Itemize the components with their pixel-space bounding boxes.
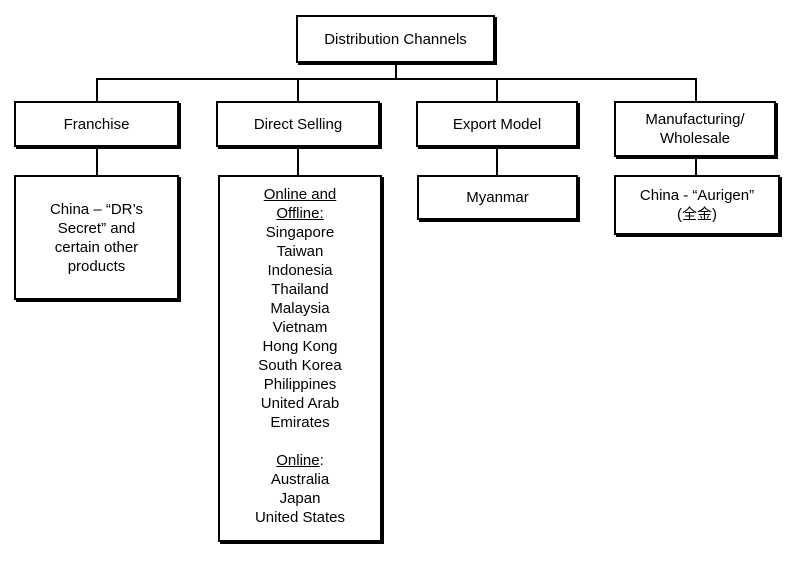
channel-direct-selling-label: Direct Selling bbox=[253, 115, 343, 133]
country-item: Japan bbox=[279, 490, 321, 507]
connector-horizontal-bus bbox=[96, 78, 697, 80]
country-item: Singapore bbox=[265, 224, 335, 241]
country-item: South Korea bbox=[258, 357, 342, 374]
root-label: Distribution Channels bbox=[324, 30, 467, 48]
channel-franchise-label: Franchise bbox=[63, 115, 130, 133]
export-model-detail: Myanmar bbox=[417, 175, 578, 220]
country-item: Vietnam bbox=[272, 319, 328, 336]
country-item: Philippines bbox=[263, 376, 337, 393]
channel-direct-selling: Direct Selling bbox=[216, 101, 380, 147]
connector-manufacturing bbox=[695, 78, 697, 102]
country-item: Hong Kong bbox=[262, 338, 338, 355]
country-item: Indonesia bbox=[267, 262, 333, 279]
country-item: Thailand bbox=[271, 281, 329, 298]
country-item: Emirates bbox=[270, 414, 330, 431]
online-heading: Online bbox=[276, 452, 320, 469]
manufacturing-detail-line: China - “Aurigen” bbox=[639, 187, 755, 204]
export-model-detail-line: Myanmar bbox=[466, 189, 529, 206]
country-item: Taiwan bbox=[276, 243, 324, 260]
franchise-detail-line: products bbox=[67, 257, 126, 275]
franchise-detail: China – “DR’s Secret” and certain other … bbox=[14, 175, 179, 300]
channel-manufacturing-wholesale: Manufacturing/ Wholesale bbox=[614, 101, 776, 157]
root-node: Distribution Channels bbox=[296, 15, 495, 63]
channel-franchise: Franchise bbox=[14, 101, 179, 147]
connector-franchise-detail bbox=[96, 146, 98, 176]
country-item: United States bbox=[254, 509, 346, 526]
online-heading-row: Online: bbox=[276, 451, 324, 470]
connector-export-model bbox=[496, 78, 498, 102]
connector-export-model-detail bbox=[496, 146, 498, 176]
online-heading-suffix: : bbox=[319, 452, 324, 469]
franchise-detail-line: China – “DR’s bbox=[49, 200, 144, 218]
channel-export-model: Export Model bbox=[416, 101, 578, 147]
country-item: Malaysia bbox=[270, 300, 330, 317]
online-offline-heading-line2: Offline: bbox=[276, 205, 324, 222]
country-item: Australia bbox=[270, 471, 330, 488]
channel-manufacturing-label-line1: Manufacturing/ bbox=[645, 111, 745, 128]
channel-export-model-label: Export Model bbox=[452, 115, 542, 133]
channel-manufacturing-label-line2: Wholesale bbox=[659, 130, 731, 147]
country-item: United Arab bbox=[260, 395, 340, 412]
connector-manufacturing-detail bbox=[695, 156, 697, 176]
connector-franchise bbox=[96, 78, 98, 102]
connector-root-down bbox=[395, 62, 397, 79]
connector-direct-selling-detail bbox=[297, 146, 299, 176]
franchise-detail-line: Secret” and bbox=[57, 219, 136, 237]
connector-direct-selling bbox=[297, 78, 299, 102]
direct-selling-detail: Online and Offline: Singapore Taiwan Ind… bbox=[218, 175, 382, 542]
manufacturing-detail-line: (全金) bbox=[677, 206, 717, 223]
manufacturing-detail: China - “Aurigen” (全金) bbox=[614, 175, 780, 235]
franchise-detail-line: certain other bbox=[54, 238, 139, 256]
online-offline-heading: Online and bbox=[263, 186, 337, 203]
